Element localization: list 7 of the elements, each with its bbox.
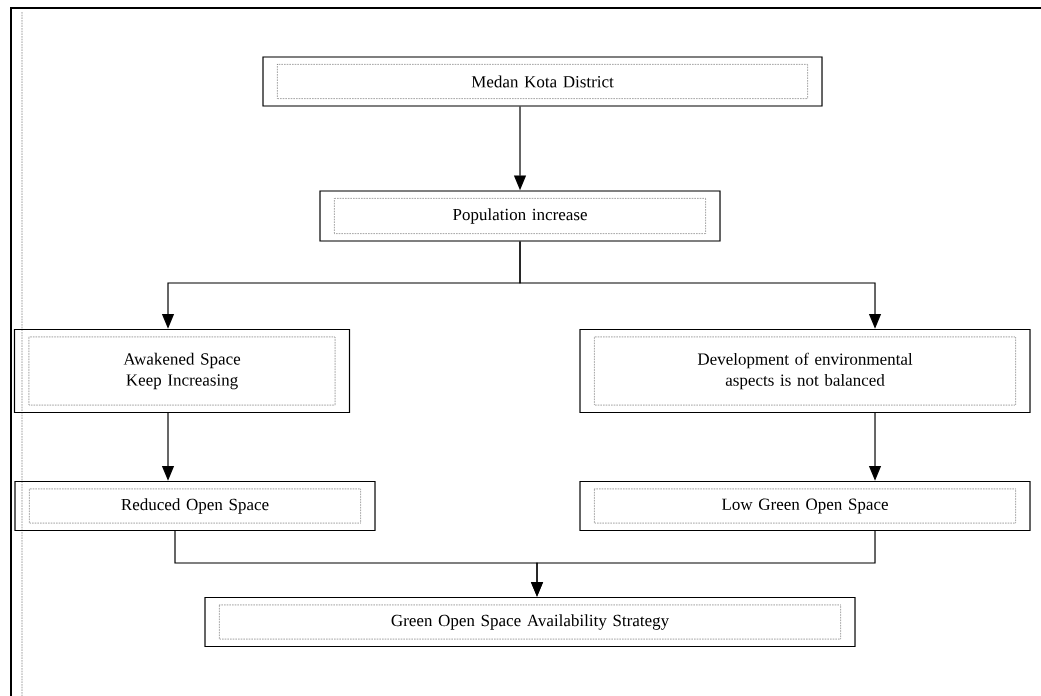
process-box: Medan Kota District xyxy=(262,56,823,107)
process-box: Reduced Open Space xyxy=(14,480,376,532)
process-box: Population increase xyxy=(319,190,721,242)
process-box: Low Green Open Space xyxy=(579,480,1031,532)
process-box: Green Open Space Availability Strategy xyxy=(204,596,856,648)
process-box: Awakened Space Keep Increasing xyxy=(13,328,351,414)
process-box: Development of environmental aspects is not balanced xyxy=(579,328,1031,414)
